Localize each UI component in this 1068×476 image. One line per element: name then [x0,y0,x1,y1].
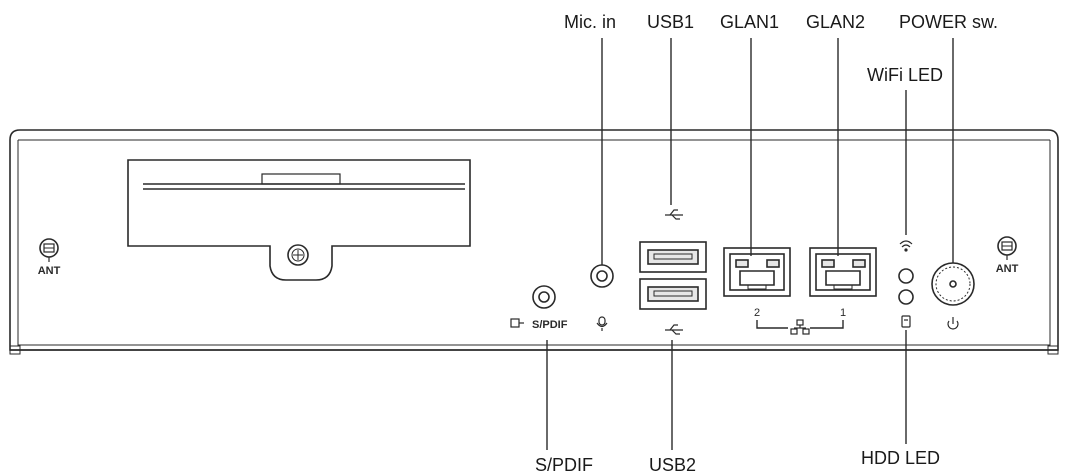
usb-icon-top [665,209,683,220]
spdif-panel-label: S/PDIF [532,319,568,331]
label-wifi-led: WiFi LED [867,65,943,85]
label-usb2: USB2 [649,455,697,475]
ant-left-label: ANT [38,265,61,277]
usb1-port [639,241,707,273]
label-power-sw: POWER sw. [899,12,999,32]
lan-number-1: 1 [840,307,846,319]
lan-port-2 [723,247,791,297]
spdif-port-icon [510,318,524,328]
lan-port-1 [809,247,877,297]
screw-icon [287,244,309,266]
chassis [9,129,1059,355]
antenna-connector-left [39,238,59,262]
label-glan1: GLAN1 [720,12,780,32]
label-hdd-led: HDD LED [861,448,941,468]
lan-bracket [756,320,844,329]
usb-icon-bottom [665,324,683,335]
mic-in-jack [590,264,614,288]
spdif-jack [532,285,556,309]
antenna-connector-right [997,236,1017,260]
hdd-led [898,289,914,305]
drive-bay-cover [127,159,471,281]
label-glan2: GLAN2 [806,12,866,32]
lan-number-2: 2 [754,307,760,319]
power-button [931,262,975,306]
ant-right-label: ANT [996,263,1019,275]
power-icon [947,317,959,330]
wifi-led [898,268,914,284]
network-icon [790,319,810,335]
label-mic-in: Mic. in [564,12,617,32]
label-usb1: USB1 [647,12,695,32]
leader-lines [546,38,954,450]
label-spdif: S/PDIF [535,455,594,475]
wifi-icon [899,240,913,252]
hdd-icon [901,315,911,328]
usb2-port [639,278,707,310]
microphone-icon [596,316,608,331]
